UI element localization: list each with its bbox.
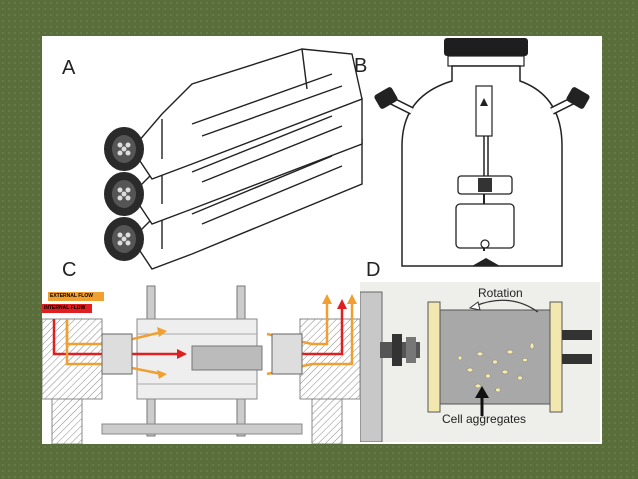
figure-panel: A B C D — [42, 36, 602, 444]
flask-cap-top — [104, 127, 144, 171]
rotating-vessel-illustration — [360, 282, 600, 442]
legend-internal-flow: INTERNAL FLOW — [44, 305, 86, 311]
spinner-flask-illustration — [374, 38, 590, 267]
label-a: A — [62, 57, 76, 79]
label-c: C — [62, 259, 77, 281]
flask-body — [401, 65, 563, 267]
flask-cap-bottom — [104, 217, 144, 261]
flask-cap — [444, 38, 528, 56]
scaffold-chamber — [191, 345, 263, 371]
side-arm-right — [550, 87, 590, 115]
cell-aggregates-dots — [457, 342, 535, 393]
flask-top — [131, 48, 363, 180]
label-cell-aggregates: Cell aggregates — [442, 412, 527, 426]
side-arm-left — [374, 87, 414, 115]
legend-external-flow: EXTERNAL FLOW — [50, 293, 93, 299]
label-b: B — [354, 55, 368, 77]
flask-cap-middle — [104, 172, 144, 216]
label-d: D — [366, 259, 381, 281]
flask-stack-illustration — [104, 48, 363, 270]
perfusion-bioreactor-illustration — [42, 285, 361, 444]
label-rotation: Rotation — [478, 286, 523, 300]
